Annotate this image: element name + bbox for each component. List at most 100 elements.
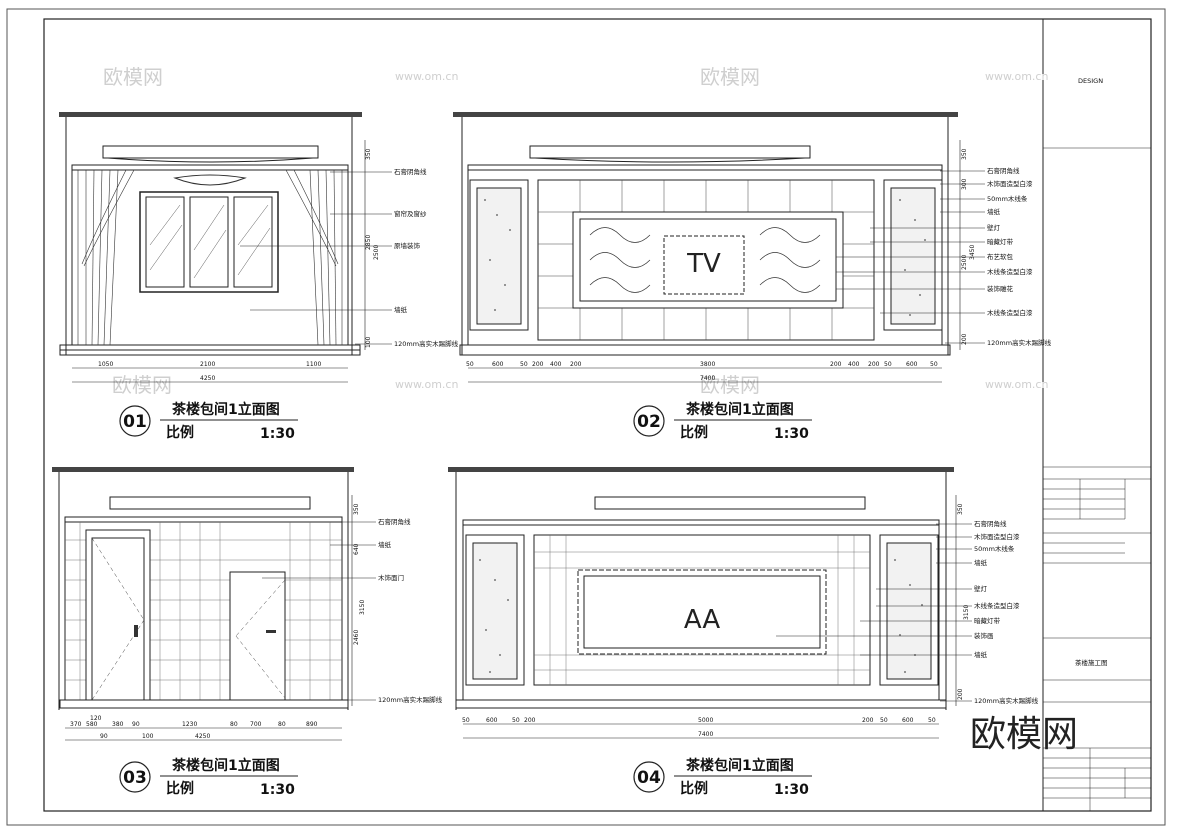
svg-text:4250: 4250 — [195, 733, 210, 740]
svg-text:50: 50 — [884, 361, 892, 368]
svg-text:50: 50 — [462, 717, 470, 724]
svg-text:www.om.cn: www.om.cn — [395, 378, 458, 391]
svg-text:4250: 4250 — [200, 375, 215, 382]
svg-text:壁灯: 壁灯 — [987, 223, 1001, 232]
watermark-layer: 欧模网 www.om.cn 欧模网 www.om.cn 欧模网 www.om.c… — [103, 65, 1048, 397]
svg-text:400: 400 — [550, 361, 562, 368]
svg-text:90: 90 — [132, 721, 140, 728]
svg-text:200: 200 — [830, 361, 842, 368]
svg-text:200: 200 — [532, 361, 544, 368]
svg-text:茶楼包间1立面图: 茶楼包间1立面图 — [685, 757, 794, 774]
svg-text:1050: 1050 — [98, 361, 113, 368]
svg-text:50: 50 — [928, 717, 936, 724]
svg-text:01: 01 — [123, 412, 147, 432]
svg-text:比例: 比例 — [166, 424, 194, 441]
svg-text:120: 120 — [90, 715, 102, 722]
elevation-view-03: 350 640 3150 2460 石膏阴角线 墙纸 木饰面门 120mm高实木… — [52, 467, 443, 798]
svg-text:装饰画: 装饰画 — [974, 631, 994, 640]
svg-text:1:30: 1:30 — [260, 426, 295, 442]
svg-text:200: 200 — [862, 717, 874, 724]
svg-text:2500: 2500 — [961, 255, 968, 270]
svg-text:600: 600 — [486, 717, 498, 724]
svg-text:02: 02 — [637, 412, 661, 432]
svg-text:50: 50 — [880, 717, 888, 724]
svg-text:700: 700 — [250, 721, 262, 728]
svg-text:03: 03 — [123, 768, 147, 788]
svg-text:原墙装饰: 原墙装饰 — [394, 241, 421, 250]
svg-text:DESIGN: DESIGN — [1078, 77, 1103, 85]
svg-text:1100: 1100 — [306, 361, 321, 368]
svg-text:木线条造型白漆: 木线条造型白漆 — [987, 308, 1033, 317]
svg-text:欧模网: 欧模网 — [103, 65, 163, 89]
svg-text:布艺软包: 布艺软包 — [987, 252, 1014, 261]
svg-text:木饰面造型白漆: 木饰面造型白漆 — [974, 532, 1020, 541]
svg-text:3800: 3800 — [700, 361, 715, 368]
svg-text:茶楼包间1立面图: 茶楼包间1立面图 — [171, 757, 280, 774]
svg-text:墙纸: 墙纸 — [974, 558, 988, 567]
svg-text:1:30: 1:30 — [774, 782, 809, 798]
corner-logo: 欧模网 — [970, 714, 1078, 755]
elevation-view-04: AA 350 3150 200 石膏阴角线 木饰面造型白漆 50mm木线条 墙纸… — [448, 467, 1039, 798]
svg-text:石膏阴角线: 石膏阴角线 — [378, 517, 411, 526]
svg-text:04: 04 — [637, 768, 661, 788]
svg-text:600: 600 — [902, 717, 914, 724]
svg-text:2850: 2850 — [365, 235, 372, 250]
elevation-view-01: 350 2850 2500 100 石膏阴角线 窗帘及窗纱 原墙装饰 墙纸 12… — [59, 112, 459, 442]
svg-text:墙纸: 墙纸 — [987, 207, 1001, 216]
svg-text:100: 100 — [142, 733, 154, 740]
svg-text:80: 80 — [230, 721, 238, 728]
svg-text:比例: 比例 — [680, 780, 708, 797]
svg-text:890: 890 — [306, 721, 318, 728]
svg-text:3150: 3150 — [359, 600, 366, 615]
svg-text:7400: 7400 — [698, 731, 713, 738]
svg-text:欧模网: 欧模网 — [700, 373, 760, 397]
svg-text:350: 350 — [961, 148, 968, 160]
svg-text:350: 350 — [365, 148, 372, 160]
elevation-view-02: TV 350 300 2500 3450 200 石膏阴角线 木饰面造型白漆 5… — [453, 112, 1052, 442]
svg-text:80: 80 — [278, 721, 286, 728]
svg-text:90: 90 — [100, 733, 108, 740]
svg-text:640: 640 — [353, 543, 360, 555]
svg-text:120mm高实木踢脚线: 120mm高实木踢脚线 — [974, 696, 1039, 705]
svg-text:380: 380 — [112, 721, 124, 728]
svg-text:木线条造型白漆: 木线条造型白漆 — [974, 601, 1020, 610]
svg-text:370: 370 — [70, 721, 82, 728]
svg-text:墙纸: 墙纸 — [974, 650, 988, 659]
svg-text:欧模网: 欧模网 — [700, 65, 760, 89]
svg-text:100: 100 — [365, 336, 372, 348]
svg-text:200: 200 — [570, 361, 582, 368]
svg-text:350: 350 — [353, 503, 360, 515]
svg-text:2500: 2500 — [373, 245, 380, 260]
svg-text:茶楼包间1立面图: 茶楼包间1立面图 — [171, 401, 280, 418]
svg-text:3150: 3150 — [963, 605, 970, 620]
svg-text:www.om.cn: www.om.cn — [985, 70, 1048, 83]
svg-text:5000: 5000 — [698, 717, 713, 724]
svg-text:580: 580 — [86, 721, 98, 728]
svg-text:50: 50 — [930, 361, 938, 368]
drawing-border — [43, 18, 1152, 812]
svg-text:2100: 2100 — [200, 361, 215, 368]
svg-text:2460: 2460 — [353, 630, 360, 645]
svg-text:壁灯: 壁灯 — [974, 584, 988, 593]
svg-text:120mm高实木踢脚线: 120mm高实木踢脚线 — [394, 339, 459, 348]
svg-text:石膏阴角线: 石膏阴角线 — [394, 167, 427, 176]
svg-text:AA: AA — [684, 605, 721, 635]
svg-text:木饰面门: 木饰面门 — [378, 573, 404, 582]
title-block: DESIGN 茶楼施工图 欧模网 — [970, 77, 1151, 811]
svg-text:50: 50 — [512, 717, 520, 724]
svg-text:200: 200 — [524, 717, 536, 724]
svg-text:墙纸: 墙纸 — [378, 540, 392, 549]
svg-text:200: 200 — [961, 333, 968, 345]
svg-text:600: 600 — [906, 361, 918, 368]
svg-text:茶楼施工图: 茶楼施工图 — [1075, 658, 1108, 667]
svg-text:120mm高实木踢脚线: 120mm高实木踢脚线 — [987, 338, 1052, 347]
svg-text:装饰雕花: 装饰雕花 — [987, 284, 1014, 293]
svg-text:1:30: 1:30 — [260, 782, 295, 798]
svg-text:200: 200 — [868, 361, 880, 368]
svg-text:400: 400 — [848, 361, 860, 368]
svg-text:1230: 1230 — [182, 721, 197, 728]
svg-text:350: 350 — [957, 503, 964, 515]
svg-text:石膏阴角线: 石膏阴角线 — [974, 519, 1007, 528]
svg-text:www.om.cn: www.om.cn — [985, 378, 1048, 391]
